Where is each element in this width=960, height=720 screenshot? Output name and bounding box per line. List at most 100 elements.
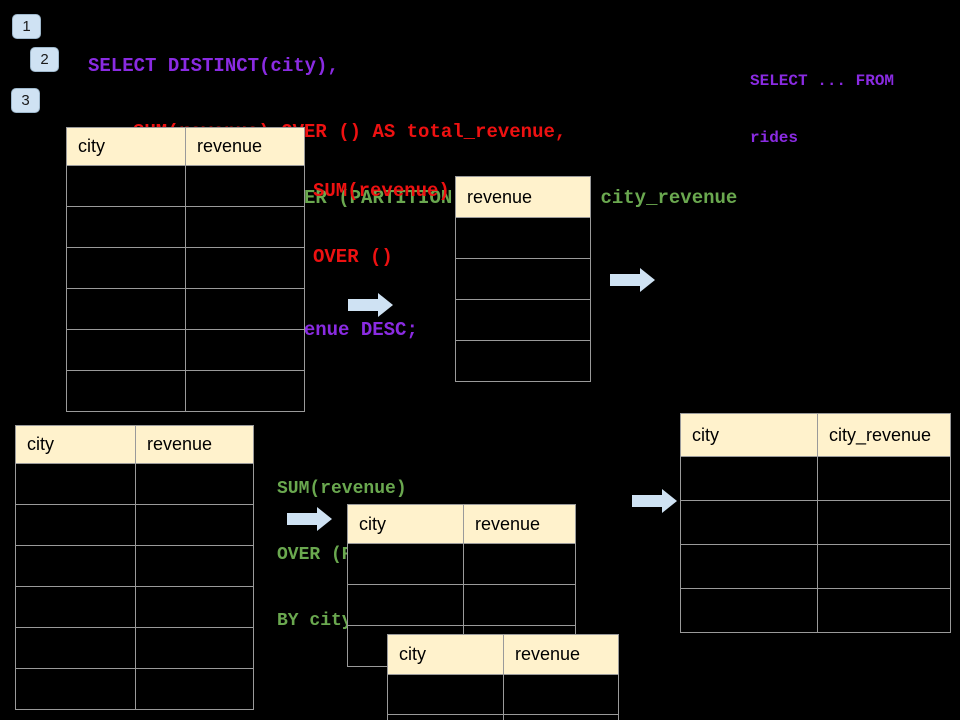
column-header-revenue: revenue xyxy=(135,425,254,464)
table-cell xyxy=(15,627,136,669)
step-badge-3: 3 xyxy=(11,88,40,113)
table-cell xyxy=(347,543,464,585)
table-cell xyxy=(135,627,254,669)
arrow-head xyxy=(662,489,677,513)
table-row xyxy=(387,674,619,715)
table-row xyxy=(680,500,951,545)
table-row xyxy=(66,370,305,412)
right-arrow-icon xyxy=(348,293,393,317)
table-header-row: city revenue xyxy=(347,504,576,544)
from-rides-snippet: SELECT ... FROM rides xyxy=(750,34,894,186)
table-cell xyxy=(15,504,136,546)
arrow-shaft xyxy=(287,513,317,525)
column-header-revenue: revenue xyxy=(503,634,619,675)
table-header-row: city city_revenue xyxy=(680,413,951,457)
table-cell xyxy=(66,247,186,289)
table-cell xyxy=(135,545,254,587)
table-row xyxy=(66,247,305,289)
arrow-head xyxy=(317,507,332,531)
column-header-city: city xyxy=(387,634,504,675)
table-row xyxy=(680,456,951,501)
table-cell xyxy=(66,288,186,330)
table-row xyxy=(387,714,619,720)
table-row xyxy=(455,299,591,341)
table-row xyxy=(66,288,305,330)
table-row xyxy=(347,543,576,585)
table-row xyxy=(455,340,591,382)
step-badge-2: 2 xyxy=(30,47,59,72)
table-row xyxy=(66,206,305,248)
column-header-city: city xyxy=(15,425,136,464)
table-cell xyxy=(463,584,576,626)
table-source-bottom: city revenue xyxy=(15,425,254,710)
table-partition-overlay: city revenue xyxy=(387,634,619,720)
table-cell xyxy=(15,545,136,587)
table-cell xyxy=(455,340,591,382)
table-cell xyxy=(387,674,504,715)
table-cell xyxy=(817,456,951,501)
table-cell xyxy=(66,206,186,248)
right-arrow-icon xyxy=(632,489,677,513)
note-total-revenue: SUM(revenue) OVER () xyxy=(313,136,450,312)
right-arrow-icon xyxy=(610,268,655,292)
table-cell xyxy=(185,206,305,248)
right-arrow-icon xyxy=(287,507,332,531)
table-cell xyxy=(463,543,576,585)
column-header-revenue: revenue xyxy=(455,176,591,218)
step-badge-1: 1 xyxy=(12,14,41,39)
table-row xyxy=(15,463,254,505)
table-result: city city_revenue xyxy=(680,413,951,633)
table-cell xyxy=(455,299,591,341)
table-cell xyxy=(15,586,136,628)
column-header-city: city xyxy=(680,413,818,457)
table-cell xyxy=(135,463,254,505)
table-cell xyxy=(347,584,464,626)
table-cell xyxy=(817,588,951,633)
table-cell xyxy=(503,674,619,715)
snippet-line-1: SELECT ... FROM xyxy=(750,72,895,90)
table-cell xyxy=(66,165,186,207)
table-header-row: revenue xyxy=(455,176,591,218)
column-header-revenue: revenue xyxy=(463,504,576,544)
table-header-row: city revenue xyxy=(66,127,305,166)
table-cell xyxy=(680,544,818,589)
table-cell xyxy=(817,544,951,589)
table-cell xyxy=(455,217,591,259)
table-cell xyxy=(135,504,254,546)
table-row xyxy=(347,584,576,626)
table-cell xyxy=(185,370,305,412)
column-header-revenue: revenue xyxy=(185,127,305,166)
table-row xyxy=(66,329,305,371)
table-cell xyxy=(135,668,254,710)
table-row xyxy=(15,586,254,628)
note-total-line-1: SUM(revenue) xyxy=(313,180,450,202)
table-cell xyxy=(185,247,305,289)
table-header-row: city revenue xyxy=(387,634,619,675)
table-cell xyxy=(66,329,186,371)
column-header-city: city xyxy=(347,504,464,544)
table-cell xyxy=(135,586,254,628)
table-row xyxy=(15,504,254,546)
table-cell xyxy=(680,588,818,633)
table-cell xyxy=(185,165,305,207)
table-row xyxy=(455,258,591,300)
column-header-city: city xyxy=(66,127,186,166)
arrow-shaft xyxy=(610,274,640,286)
table-cell xyxy=(455,258,591,300)
arrow-shaft xyxy=(348,299,378,311)
arrow-head xyxy=(378,293,393,317)
table-row xyxy=(680,544,951,589)
table-row xyxy=(15,668,254,710)
table-cell xyxy=(817,500,951,545)
table-cell xyxy=(680,500,818,545)
table-row xyxy=(15,627,254,669)
table-revenue-only: revenue xyxy=(455,176,591,382)
arrow-head xyxy=(640,268,655,292)
note-partition-line-1: SUM(revenue) xyxy=(277,479,407,499)
table-row xyxy=(15,545,254,587)
table-cell xyxy=(15,463,136,505)
table-cell xyxy=(387,714,504,720)
note-total-line-2: OVER () xyxy=(313,246,393,268)
table-cell xyxy=(15,668,136,710)
